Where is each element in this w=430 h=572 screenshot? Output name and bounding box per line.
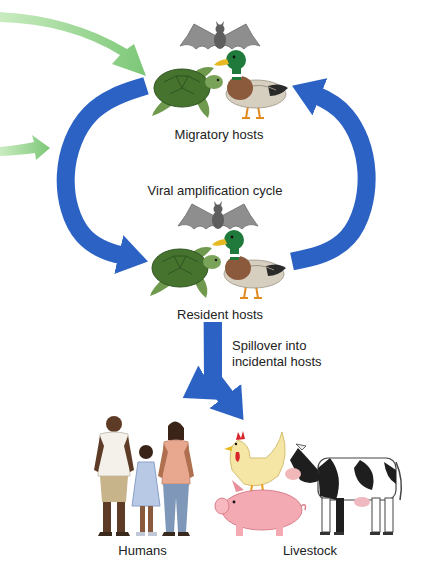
- illustration-part: [276, 524, 283, 536]
- illustration-part: [230, 432, 285, 486]
- migratory-animals: [152, 21, 288, 118]
- node-label: Migratory hosts: [175, 127, 264, 142]
- illustration-part: [396, 462, 401, 500]
- host-group: Resident hosts: [148, 196, 292, 322]
- illustration-part: [318, 458, 339, 500]
- flow-arrow: [213, 322, 233, 406]
- illustration-part: [139, 445, 153, 459]
- illustration-part: [100, 476, 128, 502]
- illustration-part: [215, 498, 229, 514]
- chicken: [224, 431, 285, 498]
- illustration-part: [162, 440, 190, 484]
- illustration-part: [385, 498, 393, 532]
- illustration-part: [318, 458, 396, 500]
- illustration-part: [103, 502, 111, 532]
- illustration-part: [232, 480, 244, 492]
- illustration-part: [235, 443, 237, 445]
- illustration-part: [163, 484, 189, 532]
- node-label: Resident hosts: [177, 307, 263, 322]
- illustration-part: [320, 532, 393, 535]
- illustration-part: [132, 462, 160, 506]
- illustration-part: [136, 532, 157, 536]
- illustration-part: [285, 468, 301, 480]
- illustration-part: [354, 497, 370, 507]
- illustration-part: [296, 444, 306, 450]
- node-label: Livestock: [283, 543, 337, 558]
- illustration-part: [354, 460, 374, 490]
- illustration-part: [158, 444, 194, 478]
- illustration-part: [106, 416, 122, 432]
- illustration-part: [94, 436, 134, 472]
- illustration-part: [168, 421, 184, 440]
- illustration-part: [222, 490, 302, 530]
- illustration-part: [233, 501, 236, 504]
- illustration-part: [140, 506, 145, 532]
- illustration-part: [224, 446, 232, 451]
- illustration-part: [372, 498, 380, 532]
- humans-figure: [94, 416, 194, 536]
- illustration-part: [322, 498, 330, 532]
- illustration-part: [236, 524, 243, 536]
- cow: [285, 444, 401, 535]
- cycle-label: Viral amplification cycle: [115, 183, 315, 199]
- host-group: Migratory hosts: [146, 8, 292, 142]
- illustration-part: [117, 502, 125, 532]
- spillover-label: Spillover into incidental hosts: [232, 338, 362, 370]
- illustration-part: [384, 462, 396, 484]
- illustration-part: [98, 532, 130, 536]
- node-label: Humans: [118, 543, 166, 558]
- flow-arrow: [66, 86, 146, 258]
- illustration-part: [162, 532, 190, 536]
- incoming-arrow: [0, 12, 146, 76]
- incoming-arrow: [0, 135, 50, 160]
- host-group: Livestock: [215, 420, 405, 558]
- illustration-part: [148, 506, 153, 532]
- flow-arrow: [292, 92, 367, 261]
- illustration-part: [98, 432, 130, 476]
- resident-animals: [150, 201, 286, 298]
- illustration-part: [301, 505, 306, 510]
- illustration-part: [235, 452, 239, 462]
- illustration-part: [336, 498, 344, 532]
- host-group: Humans: [85, 398, 200, 558]
- illustration-part: [236, 431, 245, 440]
- pig: [215, 480, 306, 536]
